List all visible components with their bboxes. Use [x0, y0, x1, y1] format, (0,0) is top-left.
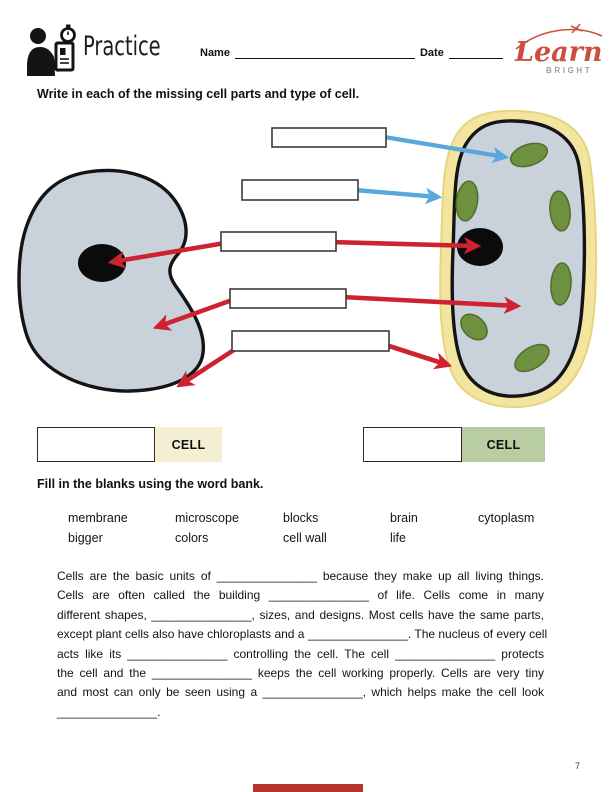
- date-label: Date: [419, 47, 444, 59]
- blue-arrow-cell-wall: [354, 187, 443, 205]
- paragraph-line: except plant cells also have chloroplast…: [57, 627, 548, 642]
- chloroplast: [549, 190, 571, 232]
- paragraph-line: and most can only be seen using a ______…: [57, 685, 544, 700]
- word-bank-item: cell wall: [283, 531, 327, 545]
- diagram-instruction: Write in each of the missing cell parts …: [37, 87, 360, 101]
- logo-sparkle-icon: [570, 23, 583, 34]
- page-number: 7: [575, 761, 581, 771]
- answer-box-cell-wall[interactable]: [241, 179, 359, 201]
- paragraph-line: different shapes, _______________, sizes…: [57, 607, 544, 622]
- chloroplast: [460, 313, 488, 341]
- name-blank-line[interactable]: [234, 46, 415, 59]
- footer-red-bar: [253, 784, 363, 792]
- word-bank-item: brain: [390, 511, 418, 525]
- word-bank-item: blocks: [283, 511, 319, 525]
- learn-bright-logo: Learn BRIGHT: [514, 23, 603, 75]
- name-label: Name: [200, 47, 230, 59]
- chloroplast: [514, 343, 550, 373]
- word-bank-item: life: [390, 531, 406, 545]
- red-arrow-membrane-left: [176, 344, 242, 388]
- red-arrow-cytoplasm-left: [152, 296, 236, 331]
- word-bank-item: bigger: [68, 531, 103, 545]
- person-silhouette: [27, 47, 55, 76]
- word-bank-item: colors: [175, 531, 209, 545]
- answer-box-cytoplasm[interactable]: [229, 288, 347, 309]
- paragraph-line: Cells are often called the building ____…: [57, 588, 544, 603]
- logo-swash: [515, 28, 603, 50]
- animal-cell-label: CELL: [155, 427, 222, 462]
- animal-cell-membrane: [17, 168, 206, 393]
- logo-word: Learn: [514, 37, 603, 68]
- red-arrow-cytoplasm-right: [341, 294, 522, 315]
- word-bank: membrane microscope blocks brain cytopla…: [68, 510, 534, 546]
- logo-subword: BRIGHT: [546, 66, 592, 75]
- plant-cell-label: CELL: [462, 427, 545, 462]
- word-bank-item: cytoplasm: [478, 511, 535, 525]
- chloroplast: [509, 142, 549, 168]
- paragraph-line: Cells are the basic units of ___________…: [57, 569, 544, 583]
- red-arrow-membrane-right: [385, 342, 453, 370]
- fill-in-paragraph: Cells are the basic units of ___________…: [57, 567, 548, 722]
- paragraph-line: acts like its _______________ controllin…: [57, 646, 544, 661]
- chloroplast: [455, 180, 479, 222]
- chloroplasts: [455, 142, 572, 373]
- word-bank-instruction: Fill in the blanks using the word bank.: [37, 477, 264, 491]
- blue-arrow-chloroplast: [383, 134, 510, 164]
- answer-box-chloroplast[interactable]: [271, 127, 387, 148]
- name-date-row: Name Date: [200, 46, 503, 59]
- practice-icon: [27, 24, 76, 76]
- word-bank-item: membrane: [68, 511, 128, 525]
- plant-cell-type-row: CELL: [363, 427, 545, 462]
- animal-cell-type-input[interactable]: [37, 427, 155, 462]
- red-arrow-nucleus-right: [329, 236, 482, 255]
- animal-cell-type-row: CELL: [37, 427, 222, 462]
- chloroplast: [550, 262, 572, 306]
- paragraph-line: the cell and the _______________ keeps t…: [57, 666, 544, 681]
- pointer-arrows: [107, 134, 522, 388]
- diagram-answer-boxes: [220, 127, 390, 352]
- page-title: Practice: [83, 31, 161, 62]
- word-bank-item: microscope: [175, 511, 239, 525]
- plant-cell-type-input[interactable]: [363, 427, 462, 462]
- paragraph-line: _______________.: [57, 704, 161, 719]
- red-arrow-nucleus-left: [107, 240, 226, 269]
- answer-box-nucleus[interactable]: [220, 231, 337, 252]
- answer-box-membrane[interactable]: [231, 330, 390, 352]
- date-blank-line[interactable]: [448, 46, 503, 59]
